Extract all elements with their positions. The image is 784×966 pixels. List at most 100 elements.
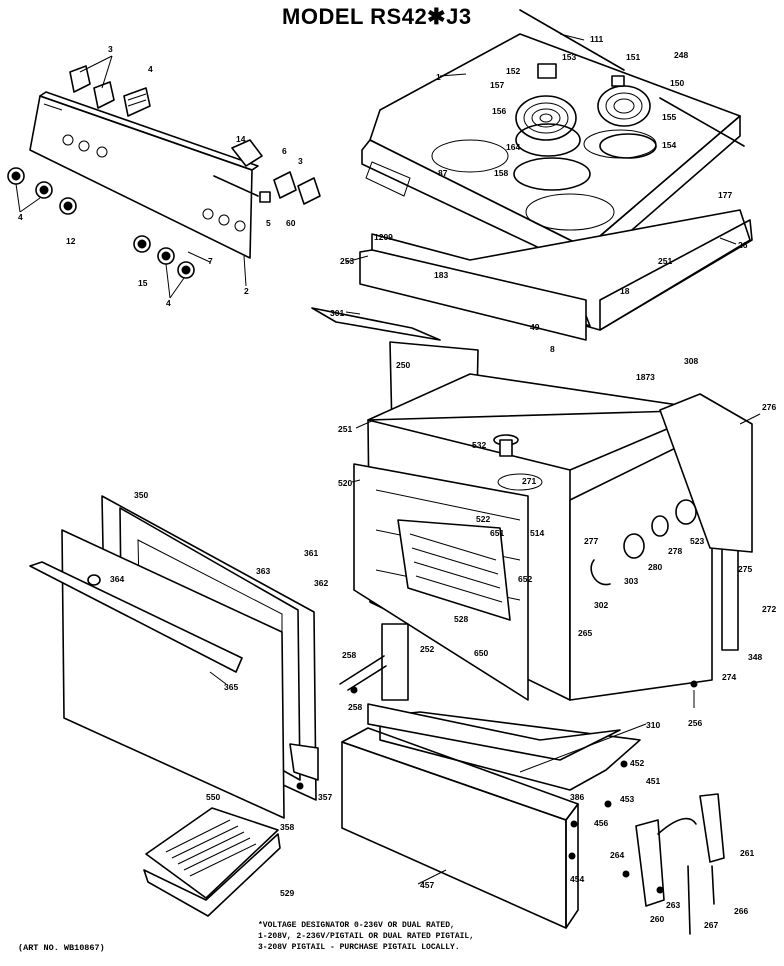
callout: 3	[298, 156, 303, 166]
callout: 523	[690, 536, 704, 546]
callout: 250	[396, 360, 410, 370]
callout: 152	[506, 66, 520, 76]
callout: 264	[610, 850, 624, 860]
callout: 153	[562, 52, 576, 62]
callout: 456	[594, 818, 608, 828]
callout: 260	[650, 914, 664, 924]
callout: 271	[522, 476, 536, 486]
callout: 302	[594, 600, 608, 610]
callout: 277	[584, 536, 598, 546]
callout: 158	[494, 168, 508, 178]
callout: 1	[436, 72, 441, 82]
callout: 301	[330, 308, 344, 318]
callout: 303	[624, 576, 638, 586]
cooktop	[361, 9, 745, 271]
callout-labels: 111 1 151 248 152 153 157 150 156 155 15…	[18, 34, 776, 930]
door-hinges	[622, 793, 725, 935]
callout: 15	[138, 278, 148, 288]
callout: 278	[668, 546, 682, 556]
callout: 60	[286, 218, 296, 228]
callout: 251	[658, 256, 672, 266]
callout: 151	[626, 52, 640, 62]
oven-door	[29, 495, 319, 819]
callout: 12	[66, 236, 76, 246]
callout: 529	[280, 888, 294, 898]
callout: 266	[734, 906, 748, 916]
control-panel	[29, 91, 259, 259]
callout: 451	[646, 776, 660, 786]
callout: 87	[438, 168, 448, 178]
callout: 652	[518, 574, 532, 584]
callout: 358	[280, 822, 294, 832]
callout: 362	[314, 578, 328, 588]
callout: 357	[318, 792, 332, 802]
callout: 1209	[374, 232, 393, 242]
callout: 258	[348, 702, 362, 712]
callout: 348	[748, 652, 762, 662]
storage-drawer	[341, 703, 641, 929]
broiler-pan	[143, 807, 281, 917]
callout: 1873	[636, 372, 655, 382]
callout: 150	[670, 78, 684, 88]
callout: 6	[282, 146, 287, 156]
callout: 111	[590, 34, 604, 44]
callout: 183	[434, 270, 448, 280]
callout: 550	[206, 792, 220, 802]
callout: 457	[420, 880, 434, 890]
callout: 49	[530, 322, 540, 332]
callout: 258	[342, 650, 356, 660]
callout: 155	[662, 112, 676, 122]
callout: 248	[674, 50, 688, 60]
callout: 522	[476, 514, 490, 524]
callout: 157	[490, 80, 504, 90]
surface-units	[513, 63, 657, 191]
footnote-line-3: 3-208V PIGTAIL - PURCHASE PIGTAIL LOCALL…	[258, 943, 460, 952]
infinite-switches	[69, 65, 151, 117]
callout: 8	[550, 344, 555, 354]
callout: 265	[578, 628, 592, 638]
callout: 263	[666, 900, 680, 910]
switch-group-right	[213, 139, 321, 205]
callout: 651	[490, 528, 504, 538]
callout: 363	[256, 566, 270, 576]
callout: 520	[338, 478, 352, 488]
callout: 18	[620, 286, 630, 296]
callout: 4	[166, 298, 171, 308]
callout: 274	[722, 672, 736, 682]
callout: 7	[208, 256, 213, 266]
callout: 528	[454, 614, 468, 624]
callout: 275	[738, 564, 752, 574]
callout: 454	[570, 874, 584, 884]
diagram-title: MODEL RS42✱J3	[282, 4, 472, 29]
art-number: (ART NO. WB10867)	[18, 943, 105, 953]
drawer-slides	[339, 623, 698, 708]
callout: 308	[684, 356, 698, 366]
callout: 452	[630, 758, 644, 768]
callout: 365	[224, 682, 238, 692]
callout: 164	[506, 142, 520, 152]
footnote-line-2: 1-208V, 2-236V/PIGTAIL OR DUAL RATED PIG…	[258, 932, 475, 941]
callout: 532	[472, 440, 486, 450]
callout: 253	[340, 256, 354, 266]
callout: 251	[338, 424, 352, 434]
callout: 361	[304, 548, 318, 558]
callout: 650	[474, 648, 488, 658]
callout: 252	[420, 644, 434, 654]
callout: 310	[646, 720, 660, 730]
callout: 364	[110, 574, 124, 584]
footnote-line-1: *VOLTAGE DESIGNATOR 0-236V OR DUAL RATED…	[258, 921, 455, 930]
knobs	[7, 167, 211, 279]
callout: 350	[134, 490, 148, 500]
oven-cavity	[353, 373, 753, 701]
callout: 3	[108, 44, 113, 54]
callout: 5	[266, 218, 271, 228]
callout: 261	[740, 848, 754, 858]
callout: 154	[662, 140, 676, 150]
callout: 272	[762, 604, 776, 614]
callout: 386	[570, 792, 584, 802]
callout: 256	[688, 718, 702, 728]
callout: 2	[244, 286, 249, 296]
callout: 514	[530, 528, 544, 538]
